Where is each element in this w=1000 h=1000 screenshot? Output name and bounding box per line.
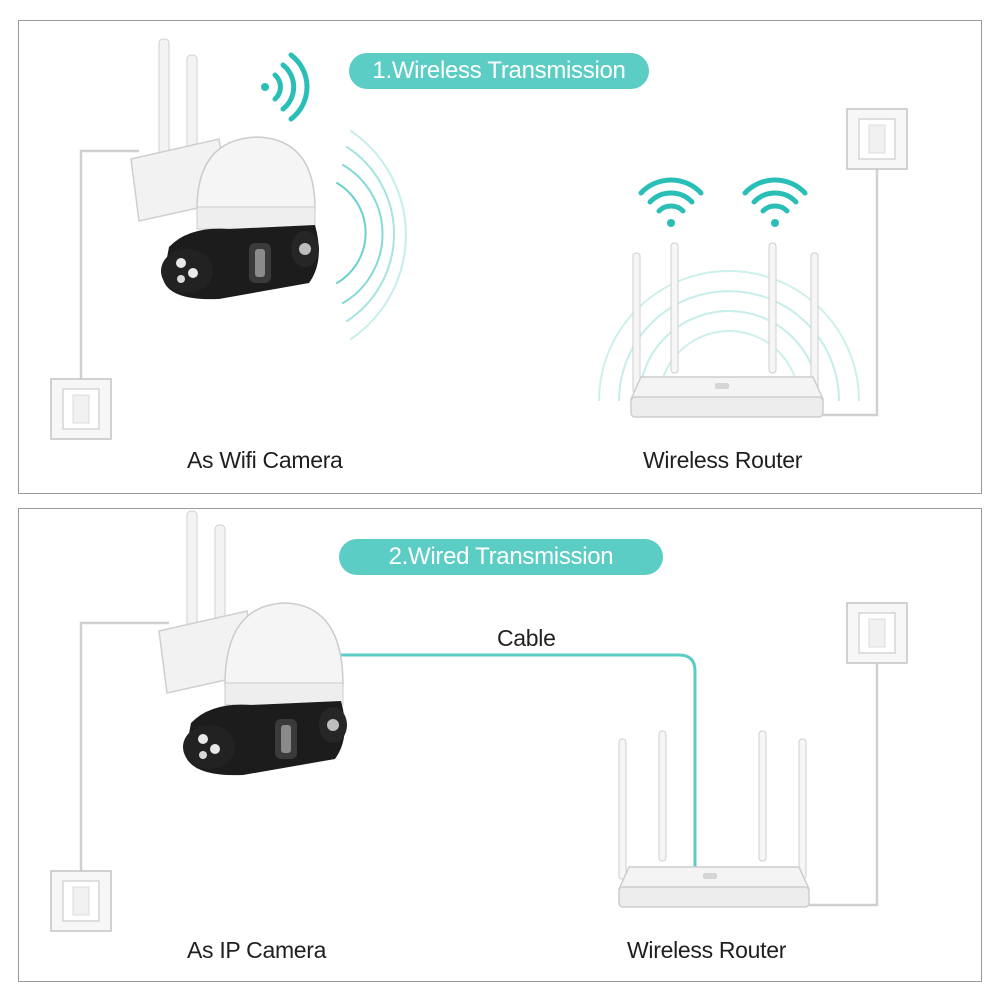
wired-transmission-panel: 2.Wired Transmission Cable As IP Camera …	[18, 508, 982, 982]
camera-icon	[130, 38, 319, 300]
router-signal-arcs	[598, 270, 860, 402]
wireless-diagram-art	[50, 38, 908, 440]
cable-label: Cable	[497, 625, 556, 651]
wired-transmission-title: 2.Wired Transmission	[339, 539, 663, 575]
wired-diagram-art	[50, 510, 908, 932]
wifi-signal-icon	[742, 177, 808, 227]
ip-camera-label: As IP Camera	[187, 937, 327, 963]
camera-signal-waves	[336, 130, 407, 340]
wifi-signal-icon	[261, 52, 310, 122]
wireless-transmission-panel: 1.Wireless Transmission As Wifi Camera W…	[18, 20, 982, 494]
cable-line	[337, 653, 697, 873]
wifi-camera-label: As Wifi Camera	[187, 447, 343, 473]
camera-icon	[158, 510, 347, 776]
power-outlet-icon	[846, 602, 908, 664]
wireless-router-label: Wireless Router	[627, 937, 787, 963]
router-icon	[629, 242, 825, 418]
wireless-router-label: Wireless Router	[643, 447, 803, 473]
power-outlet-icon	[50, 378, 112, 440]
wireless-transmission-title: 1.Wireless Transmission	[349, 53, 649, 89]
router-icon	[617, 730, 811, 908]
wifi-signal-icon	[638, 177, 704, 227]
power-outlet-icon	[846, 108, 908, 170]
power-outlet-icon	[50, 870, 112, 932]
